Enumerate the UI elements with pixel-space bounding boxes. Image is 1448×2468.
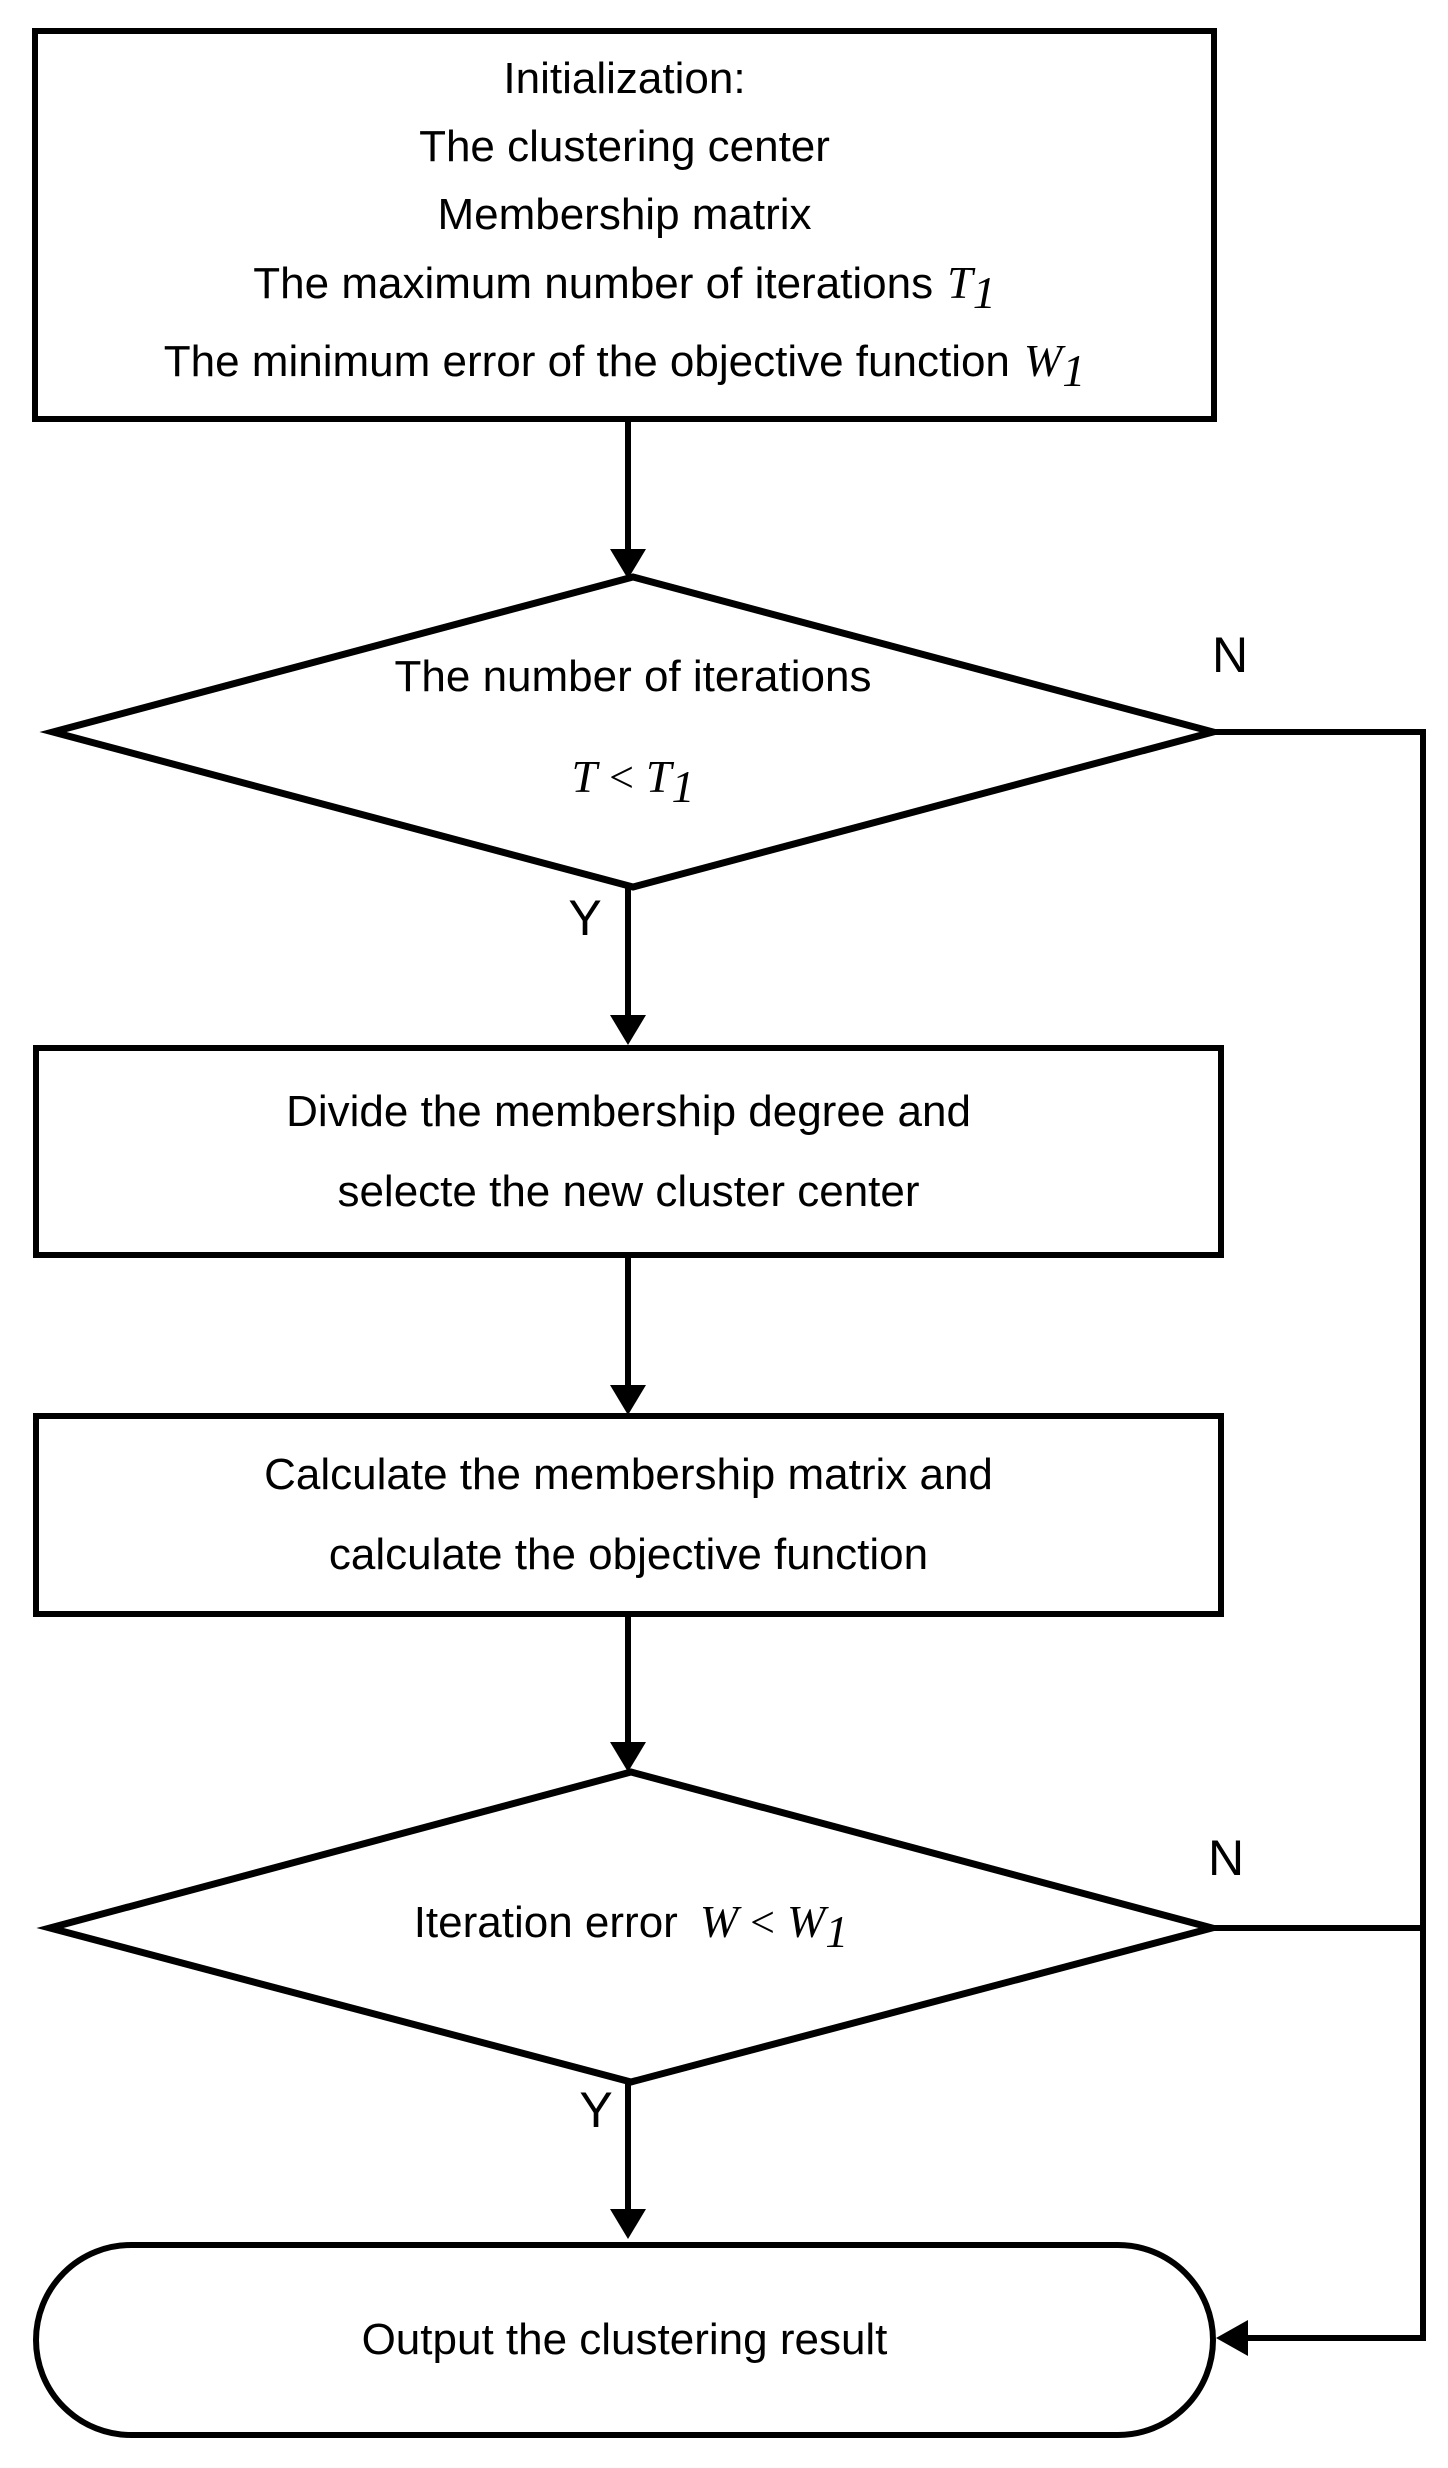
process-divide-line: Divide the membership degree and	[286, 1086, 971, 1136]
init-line: The minimum error of the objective funct…	[164, 327, 1085, 405]
init-line: Membership matrix	[437, 190, 812, 240]
init-line-text: The minimum error of the objective funct…	[163, 337, 1010, 386]
process-calculate-line: Calculate the membership matrix and	[264, 1450, 993, 1499]
math-var-W: W	[1023, 335, 1063, 386]
decision2-yes-label: Y	[579, 2082, 613, 2138]
init-line: Initialization:	[503, 54, 746, 104]
output-label: Output the clustering result	[361, 2315, 888, 2364]
init-line: The maximum number of iterations T1	[253, 249, 995, 327]
math-sub: 1	[972, 267, 996, 318]
init-line-text: The maximum number of iterations	[253, 259, 934, 309]
arrow-down-icon	[610, 1015, 646, 1045]
arrow-down-icon	[610, 549, 646, 579]
decision1-diamond	[39, 573, 1227, 891]
math-var-T: T	[947, 257, 973, 309]
arrow-down-icon	[610, 1385, 646, 1415]
decision1-yes-label: Y	[568, 890, 602, 946]
arrow-down-icon	[610, 1742, 646, 1772]
process-calculate-box: Calculate the membership matrix and calc…	[33, 1413, 1224, 1617]
decision2-no-label: N	[1207, 1830, 1245, 1886]
decision1-no-label: N	[1211, 627, 1249, 683]
arrowheads	[610, 549, 1248, 2356]
process-calculate-line: calculate the objective function	[328, 1530, 929, 1579]
arrow-down-icon	[610, 2209, 646, 2239]
process-divide-line: selecte the new cluster center	[337, 1166, 920, 1216]
arrow-left-icon	[1216, 2320, 1248, 2356]
init-line: The clustering center	[419, 122, 830, 172]
decision2-diamond	[36, 1768, 1226, 2086]
process-divide-box: Divide the membership degree and selecte…	[33, 1045, 1224, 1258]
output-terminator: Output the clustering result	[33, 2242, 1216, 2438]
connectors	[625, 422, 1426, 2341]
math-sub: 1	[1062, 344, 1086, 396]
init-box: Initialization: The clustering center Me…	[32, 28, 1217, 422]
connector-decision1-no-feedback	[1213, 729, 1426, 2341]
